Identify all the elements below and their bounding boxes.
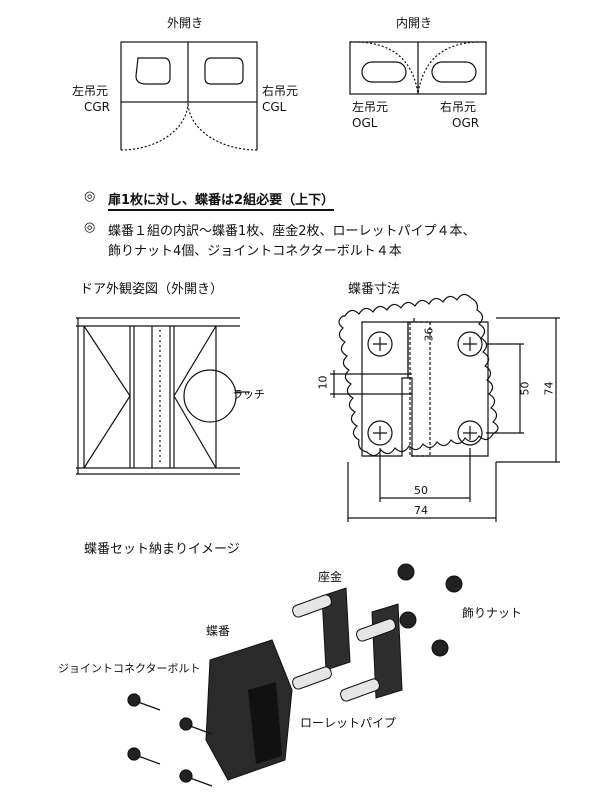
cap-nut-label: 飾りナット bbox=[462, 606, 523, 620]
pipe-label: ローレットパイプ bbox=[300, 716, 397, 730]
outward-left-code: CGR bbox=[84, 100, 111, 114]
outward-heading: 外開き bbox=[167, 16, 204, 30]
assembly-title: 蝶番セット納まりイメージ bbox=[84, 542, 240, 557]
assembly-illustration bbox=[127, 563, 463, 787]
dim-50-horizontal: 50 bbox=[414, 484, 428, 497]
inward-right-label: 右吊元 bbox=[440, 100, 477, 114]
dim-10: 10 bbox=[316, 375, 330, 390]
door-elevation bbox=[76, 317, 250, 475]
hinge-label: 蝶番 bbox=[206, 624, 231, 638]
bolt-label: ジョイントコネクターボルト bbox=[58, 662, 201, 675]
inward-swing-plan bbox=[349, 41, 487, 95]
note-bullet-1: ◎ bbox=[84, 189, 96, 204]
note-contents-line2: 飾りナット4個、ジョイントコネクターボルト４本 bbox=[108, 244, 402, 259]
outward-right-label: 右吊元 bbox=[262, 84, 299, 98]
dim-36: 36 bbox=[422, 327, 436, 342]
note-bullet-2: ◎ bbox=[84, 220, 96, 235]
inward-heading: 内開き bbox=[396, 16, 433, 30]
dim-50-vertical: 50 bbox=[518, 381, 532, 396]
latch-label: ラッチ bbox=[232, 388, 265, 401]
inward-left-label: 左吊元 bbox=[352, 100, 389, 114]
washer-label: 座金 bbox=[318, 570, 343, 584]
elevation-title: ドア外観姿図（外開き） bbox=[80, 282, 224, 297]
inward-left-code: OGL bbox=[352, 116, 378, 130]
inward-right-code: OGR bbox=[452, 116, 480, 130]
dimension-title: 蝶番寸法 bbox=[348, 282, 401, 297]
dim-74-vertical: 74 bbox=[542, 381, 556, 396]
note-contents-line1: 蝶番１組の内訳～蝶番1枚、座金2枚、ローレットパイプ４本、 bbox=[108, 224, 476, 239]
dim-74-horizontal: 74 bbox=[414, 504, 428, 517]
hinge-dimension-drawing bbox=[330, 293, 560, 522]
outward-right-code: CGL bbox=[262, 100, 287, 114]
outward-swing-plan bbox=[120, 41, 258, 151]
note-hinge-pair: 扉1枚に対し、蝶番は2組必要（上下） bbox=[108, 189, 335, 211]
outward-left-label: 左吊元 bbox=[72, 84, 109, 98]
